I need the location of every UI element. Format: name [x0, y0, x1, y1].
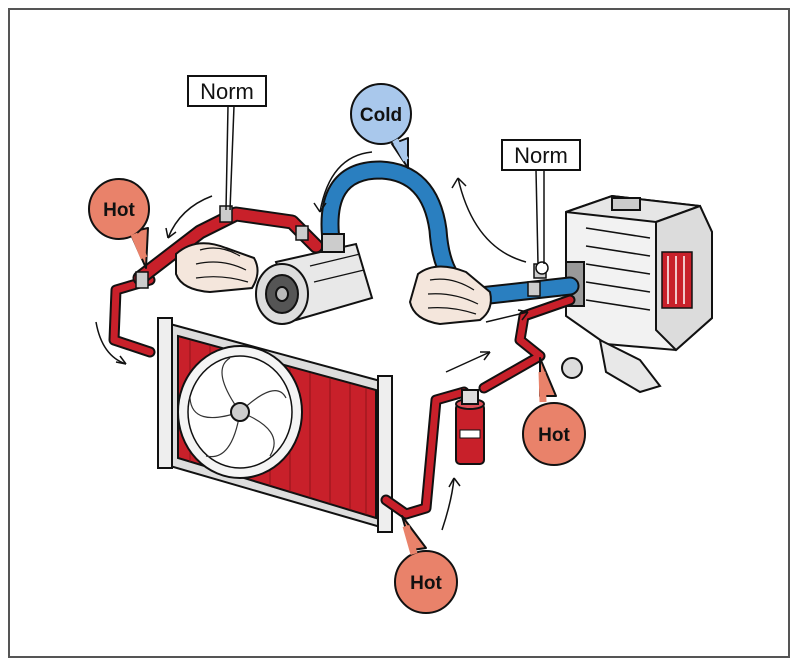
flow-arrows — [95, 151, 529, 531]
receiver-drier — [455, 389, 485, 465]
compressor — [255, 233, 374, 325]
norm-right-callout: Norm — [501, 139, 581, 265]
evaporator-unit — [561, 194, 713, 394]
right-hand — [408, 265, 492, 326]
fittings — [135, 205, 549, 297]
left-hand — [175, 242, 259, 294]
condenser-radiator — [157, 317, 393, 533]
hot-left-callout: Hot — [88, 178, 150, 269]
hot-bottom-callout: Hot — [394, 515, 458, 614]
cold-callout: Cold — [350, 83, 412, 169]
hot-bottom-label: Hot — [410, 573, 442, 594]
norm-left-callout: Norm — [187, 75, 267, 211]
hot-right-callout: Hot — [522, 357, 586, 466]
norm-right-label: Norm — [514, 143, 568, 168]
norm-left-label: Norm — [200, 79, 254, 104]
hot-right-label: Hot — [538, 425, 570, 446]
cold-label: Cold — [360, 105, 402, 126]
hot-left-label: Hot — [103, 200, 135, 221]
